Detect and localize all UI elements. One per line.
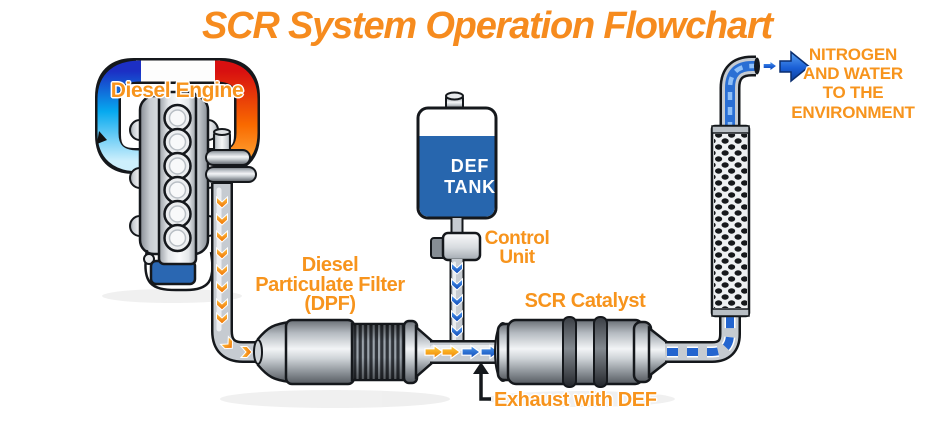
engine-bolt (143, 253, 155, 265)
dpf-illustration (253, 318, 435, 386)
coolant-flow-arrow-icon (97, 131, 107, 144)
control-unit-label-line1: Control (484, 228, 550, 249)
def-tank-illustration (416, 91, 498, 240)
exhaust-with-def-label: Exhaust with DEF (494, 389, 657, 411)
junction-pointer-arrow (473, 362, 491, 401)
def-tank-label-line2: TANK (444, 177, 496, 197)
outlet-label-line2: AND WATER (803, 64, 903, 84)
control-unit-box (430, 231, 482, 262)
def-dosing-line (449, 259, 465, 347)
control-unit-label-line2: Unit (499, 247, 535, 268)
exhaust-downpipe (211, 183, 262, 363)
pipe-dpf-to-scr (424, 340, 506, 364)
exit-arrow-icon (762, 50, 811, 83)
def-tank-label: DEF TANK (444, 156, 496, 198)
control-unit-label: Control Unit (485, 229, 550, 267)
dpf-label: Diesel Particulate Filter (DPF) (255, 254, 405, 315)
ground-shadows (102, 289, 675, 408)
environment-outlet-label: NITROGEN AND WATER TO THE ENVIRONMENT (791, 45, 915, 122)
exhaust-manifold (205, 128, 257, 183)
diesel-engine-illustration (95, 58, 260, 292)
outlet-label-line4: ENVIRONMENT (791, 102, 915, 122)
tailpipe-mouth (754, 57, 760, 75)
outlet-label-line3: TO THE (822, 83, 884, 103)
dpf-label-line1: Diesel (301, 254, 359, 276)
dpf-label-line3: (DPF) (304, 293, 356, 315)
diesel-engine-label: Diesel Engine (110, 79, 244, 102)
dpf-ribbed-filter-section (350, 322, 407, 382)
tailpipe-outlet (719, 50, 811, 132)
engine-block (129, 90, 219, 292)
outlet-label-line1: NITROGEN (808, 45, 898, 64)
def-tank-label-line1: DEF (450, 156, 490, 176)
page-title: SCR System Operation Flowchart (201, 5, 773, 47)
scr-catalyst-label: SCR Catalyst (524, 290, 646, 312)
pipe-scr-to-muffler (665, 310, 741, 363)
scr-catalyst-illustration (494, 316, 670, 388)
muffler (710, 124, 751, 318)
dpf-label-line2: Particulate Filter (255, 273, 405, 296)
cylinder-ports (163, 103, 192, 253)
